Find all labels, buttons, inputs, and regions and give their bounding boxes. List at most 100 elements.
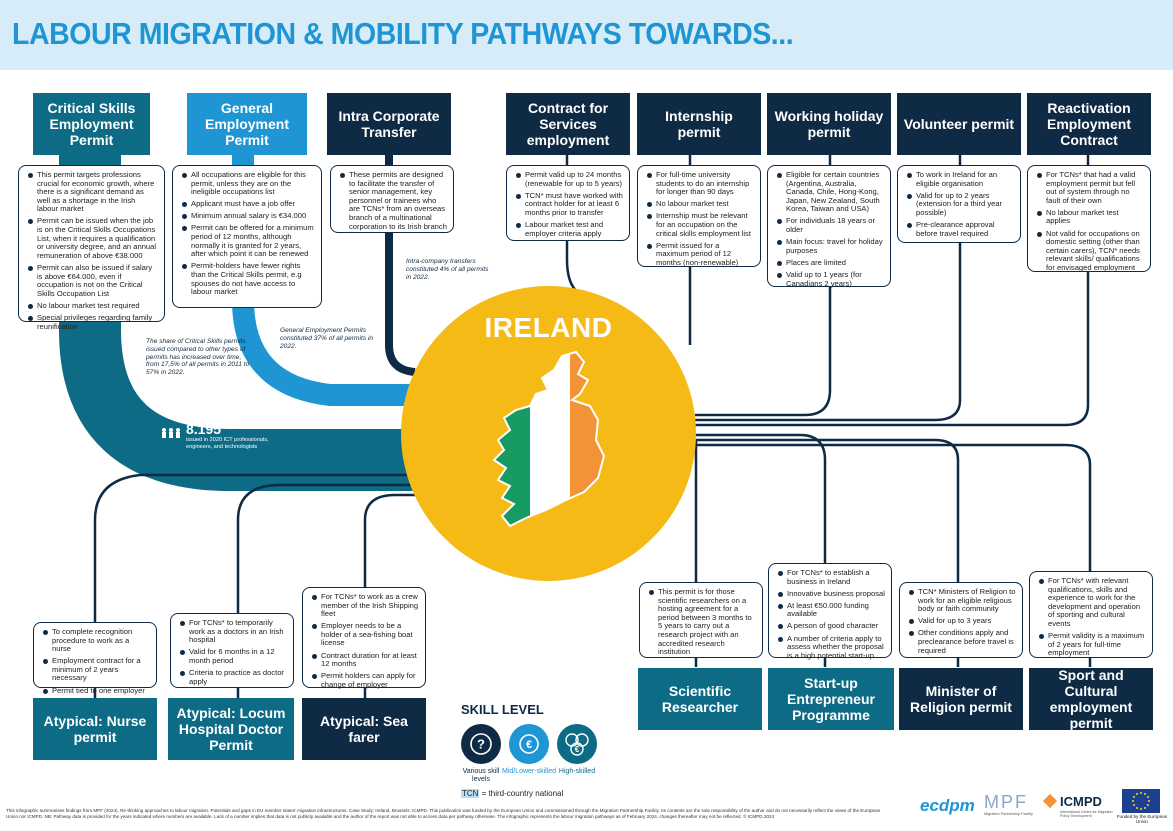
bullet-item: Permit can also be issued if salary is a…	[28, 263, 158, 298]
ict-stat: 8.195 issued in 2020 ICT professionals, …	[186, 421, 276, 450]
bullet-item: All occupations are eligible for this pe…	[182, 170, 315, 197]
bullet-item: Employment contract for a minimum of 2 y…	[43, 657, 150, 683]
bullet-item: Valid for up to 2 years (extension for a…	[907, 191, 1014, 218]
volunteer-box: To work in Ireland for an eligible organ…	[897, 165, 1021, 243]
locum-box: For TCNs* to temporarily work as a docto…	[170, 613, 294, 688]
bullet-item: TCN* Ministers of Religion to work for a…	[909, 587, 1016, 614]
icmpd-logo: ICMPD	[1060, 794, 1102, 809]
various-skill-label: Various skill levels	[462, 768, 500, 783]
footer-text: This infographic summarises findings fro…	[6, 808, 881, 819]
critical-skills-title: Critical Skills Employment Permit	[33, 93, 150, 155]
contract-services-box: Permit valid up to 24 months (renewable …	[506, 165, 630, 241]
bullet-item: This permit is for those scientific rese…	[649, 587, 756, 657]
bullet-item: Permit tied to one employer	[43, 686, 150, 696]
bullet-item: Permit valid up to 24 months (renewable …	[516, 170, 623, 188]
bullet-item: For TCNs* to establish a business in Ire…	[778, 568, 885, 586]
bullet-item: To complete recognition procedure to wor…	[43, 627, 150, 654]
bullet-item: Permit-holders have fewer rights than th…	[182, 261, 315, 296]
sport-box: For TCNs* with relevant qualifications, …	[1029, 571, 1153, 658]
note-intra-share: Intra-company transfers constituted 4% o…	[406, 258, 489, 281]
eu-caption: Funded by the European Union	[1116, 814, 1168, 824]
bullet-item: Applicant must have a job offer	[182, 200, 315, 209]
ireland-map-icon	[492, 350, 606, 528]
working-holiday-box: Eligible for certain countries (Argentin…	[767, 165, 891, 287]
contract-services-title: Contract for Services employment	[506, 93, 630, 155]
volunteer-title: Volunteer permit	[897, 93, 1021, 155]
high-skill-label: High-skilled	[558, 768, 596, 775]
bullet-item: Contract duration for at least 12 months	[312, 651, 419, 669]
bullet-item: Valid up to 1 years (for Canadians 2 yea…	[777, 270, 884, 288]
svg-text:?: ?	[477, 737, 485, 752]
internship-title: Internship permit	[637, 93, 761, 155]
skill-level-title: SKILL LEVEL	[461, 702, 544, 717]
mid-skill-label: Mid/Lower-skilled	[501, 768, 557, 775]
religion-box: TCN* Ministers of Religion to work for a…	[899, 582, 1023, 658]
intra-corporate-title: Intra Corporate Transfer	[327, 93, 451, 155]
bullet-item: At least €50.000 funding available	[778, 601, 885, 619]
nurse-title: Atypical: Nurse permit	[33, 698, 157, 760]
page-title: LABOUR MIGRATION & MOBILITY PATHWAYS TOW…	[12, 16, 794, 51]
bullet-item: Criteria to practice as doctor apply	[180, 668, 287, 686]
bullet-item: For individuals 18 years or older	[777, 217, 884, 234]
bullet-item: Valid for up to 3 years	[909, 617, 1016, 626]
bullet-item: Permit validity is a maximum of 2 years …	[1039, 631, 1145, 658]
bullet-item: Labour market test and employer criteria…	[516, 220, 623, 238]
working-holiday-title: Working holiday permit	[767, 93, 891, 155]
eu-flag-icon	[1122, 789, 1160, 813]
bullet-item: These permits are designed to facilitate…	[340, 170, 447, 231]
bullet-item: Permit can be issued when the job is on …	[28, 216, 157, 260]
intra-corporate-box: These permits are designed to facilitate…	[330, 165, 454, 233]
sport-title: Sport and Cultural employment permit	[1029, 667, 1153, 731]
startup-title: Start-up Entrepreneur Programme	[768, 668, 894, 730]
critical-skills-box: This permit targets professions crucial …	[18, 165, 165, 330]
bullet-item: No labour market test applies	[1037, 208, 1144, 226]
bullet-item: For full-time university students to do …	[647, 170, 754, 197]
scientific-box: This permit is for those scientific rese…	[639, 582, 763, 658]
bullet-item: Special privileges regarding family reun…	[28, 313, 158, 331]
scientific-title: Scientific Researcher	[638, 668, 762, 730]
internship-box: For full-time university students to do …	[637, 165, 761, 267]
ecdpm-logo: ecdpm	[920, 796, 975, 815]
locum-title: Atypical: Locum Hospital Doctor Permit	[168, 698, 294, 760]
svg-text:€: €	[575, 745, 580, 754]
tcn-note: = third-country national	[479, 789, 564, 798]
bullet-item: Eligible for certain countries (Argentin…	[777, 170, 884, 214]
people-icon	[162, 428, 180, 438]
various-skill-icon: ?	[461, 724, 501, 764]
bullet-item: Permit can be offered for a minimum peri…	[182, 223, 314, 259]
bullet-item: Innovative business proposal	[778, 588, 885, 598]
bullet-item: A number of criteria apply to assess whe…	[778, 633, 884, 660]
startup-box: For TCNs* to establish a business in Ire…	[768, 563, 892, 660]
bullet-item: TCN* must have worked with contract hold…	[516, 190, 623, 217]
bullet-item: Places are limited	[777, 258, 884, 268]
religion-title: Minister of Religion permit	[899, 668, 1023, 730]
bullet-item: Permit issued for a maximum period of 12…	[647, 241, 754, 268]
bullet-item: Not valid for occupations on domestic se…	[1037, 229, 1144, 273]
sea-farer-box: For TCNs* to work as a crew member of th…	[302, 587, 426, 689]
stat-number: 8.195	[186, 421, 222, 437]
bullet-item: No labour market test required	[28, 301, 158, 311]
sea-farer-title: Atypical: Sea farer	[302, 698, 426, 760]
mpf-logo: MPF	[984, 792, 1028, 812]
nurse-box: To complete recognition procedure to wor…	[33, 622, 157, 694]
bullet-item: This permit targets professions crucial …	[28, 170, 158, 214]
bullet-item: No labour market test	[647, 200, 754, 209]
note-general-share: General Employment Permits constituted 3…	[280, 327, 374, 350]
general-employment-title: General Employment Permit	[187, 93, 307, 155]
tcn-key: TCN	[461, 789, 480, 798]
bullet-item: For TCNs* to work as a crew member of th…	[312, 592, 419, 619]
bullet-item: For TCNs* with relevant qualifications, …	[1039, 576, 1146, 629]
general-employment-box: All occupations are eligible for this pe…	[172, 165, 322, 308]
bullet-item: Permit holders can apply for change of e…	[312, 671, 419, 689]
bullet-item: Employer needs to be a holder of a sea-f…	[312, 622, 419, 648]
bullet-item: Internship must be relevant for an occup…	[647, 212, 754, 238]
icmpd-subtitle: International Centre for Migration Polic…	[1060, 810, 1113, 819]
bullet-item: A person of good character	[778, 622, 885, 631]
bullet-item: For TCNs* that had a valid employment pe…	[1037, 170, 1144, 205]
bullet-item: Minimum annual salary is €34.000	[182, 212, 315, 221]
stat-description: issued in 2020 ICT professionals, engine…	[186, 437, 269, 450]
bullet-item: Valid for 6 months in a 12 month period	[180, 647, 287, 665]
mid-skill-icon: €	[509, 724, 549, 764]
reactivation-title: Reactivation Employment Contract	[1027, 93, 1151, 155]
